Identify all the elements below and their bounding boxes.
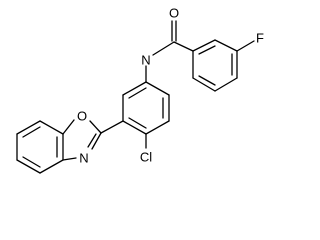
oxazole-ring: [62, 119, 102, 161]
oxazole-bond-c2-n: [91, 132, 102, 150]
fluorophenyl-ring: [192, 39, 255, 92]
benzo-inner-3: [22, 126, 41, 138]
ring2-bond-1: [145, 81, 170, 96]
atom-oxygen-carbonyl: O: [169, 6, 179, 21]
bond-carbonyl-ring: [173, 41, 194, 52]
benzo-ring: [16, 120, 64, 174]
structure-canvas: O N F Cl O N: [16, 5, 265, 174]
ring2-bond-6: [122, 81, 147, 96]
benzo-bond-2: [39, 159, 64, 174]
benzo-bond-6: [39, 120, 64, 135]
benzo-inner-2: [22, 156, 41, 168]
ring2-inner-2: [128, 117, 147, 129]
bond-ring-f: [236, 40, 255, 52]
ring1-bond-4: [214, 77, 238, 92]
oxazole-bond-c2-o: [89, 120, 102, 134]
bond-ring-oxazole: [100, 120, 124, 134]
ring1-bond-2: [214, 39, 238, 52]
ring2-bond-4: [122, 120, 147, 135]
benzo-bond-3: [16, 159, 41, 174]
chlorophenyl-ring: [100, 81, 170, 149]
atom-nitrogen-oxazole: N: [79, 151, 88, 166]
amide-group: [145, 20, 194, 83]
atom-chlorine: Cl: [140, 150, 152, 165]
benzo-bond-5: [16, 120, 41, 135]
oxazole-bond-n-c3a: [62, 157, 77, 161]
atom-fluorine: F: [256, 31, 264, 46]
ring1-bond-1: [192, 39, 216, 52]
bond-carbonyl-n: [152, 41, 175, 56]
oxazole-bond-o-c7a: [62, 119, 75, 135]
atom-oxygen-oxazole: O: [77, 109, 87, 124]
ring2-bond-3: [145, 120, 170, 135]
ring2-inner-3: [128, 87, 147, 99]
atom-nitrogen-amide: N: [141, 53, 150, 68]
ring1-bond-5: [192, 77, 216, 92]
oxazole-bond-c2-n-double: [87, 133, 97, 148]
ring1-inner-1: [198, 45, 216, 55]
molecule-structure: O N F Cl O N: [16, 6, 264, 174]
ring1-inner-3: [198, 75, 216, 86]
